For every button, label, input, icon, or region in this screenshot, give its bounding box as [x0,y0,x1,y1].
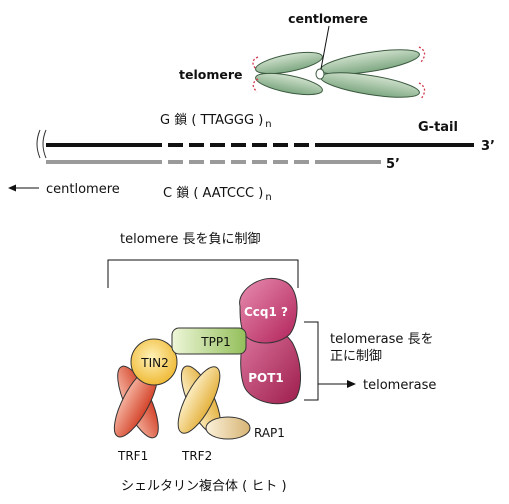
trf1-label: TRF1 [117,449,148,463]
trf2-label: TRF2 [181,449,212,463]
centromere-label: centlomere [288,11,368,26]
chromatid-lower-right [320,72,420,98]
tin2-protein [130,338,178,386]
telomere-label: telomere [179,67,242,82]
centromere-leader [320,25,330,70]
trf2-protein-partner [177,366,221,434]
end-5-label: 5’ [386,157,400,172]
chromosome: centlomere telomere [179,11,426,100]
pot1-label: POT1 [248,371,284,385]
direction-arrowhead [8,184,16,192]
g-tail-label: G-tail [418,120,458,135]
telomerase-label: telomerase [363,378,436,393]
telomerase-arrowhead [347,380,356,388]
tpp1-protein [171,327,247,355]
rap1-protein [205,416,251,440]
telomere-marker-left-top [252,56,259,70]
telomere-marker-right-top [418,46,426,63]
end-3-label: 3’ [481,139,495,154]
positive-control-label-line2: 正に制御 [330,349,382,364]
chromatid-upper-left [255,51,323,75]
break-mark [36,129,47,159]
rap1-label: RAP1 [254,426,285,440]
tin2-label: TIN2 [140,356,168,370]
negative-control-bracket [107,259,299,288]
positive-control-bracket [304,321,319,401]
ccq1-protein [239,277,298,344]
positive-control-label-line1: telomerase 長を [330,332,434,347]
direction-label: centlomere [46,182,120,197]
centromere-knot [315,68,325,80]
dna-strands: G 鎖 ( TTAGGG )n C 鎖 ( AATCCC )n G-tail 3… [8,112,495,203]
telomere-marker-left-bottom [252,78,259,93]
complex-caption: シェルタリン複合体 ( ヒト ) [121,478,287,494]
negative-control-label: telomere 長を負に制御 [120,232,261,247]
shelterin-complex: telomere 長を負に制御 Ccq1 ? POT1 TPP1 TIN2 TR… [107,232,436,494]
telomere-marker-right-bottom [418,82,426,100]
tpp1-label: TPP1 [200,335,230,349]
c-strand-label: C 鎖 ( AATCCC )n [163,185,272,203]
chromatid-lower-left [255,72,323,96]
g-strand-label: G 鎖 ( TTAGGG )n [160,112,272,130]
ccq1-label: Ccq1 ? [244,305,288,319]
